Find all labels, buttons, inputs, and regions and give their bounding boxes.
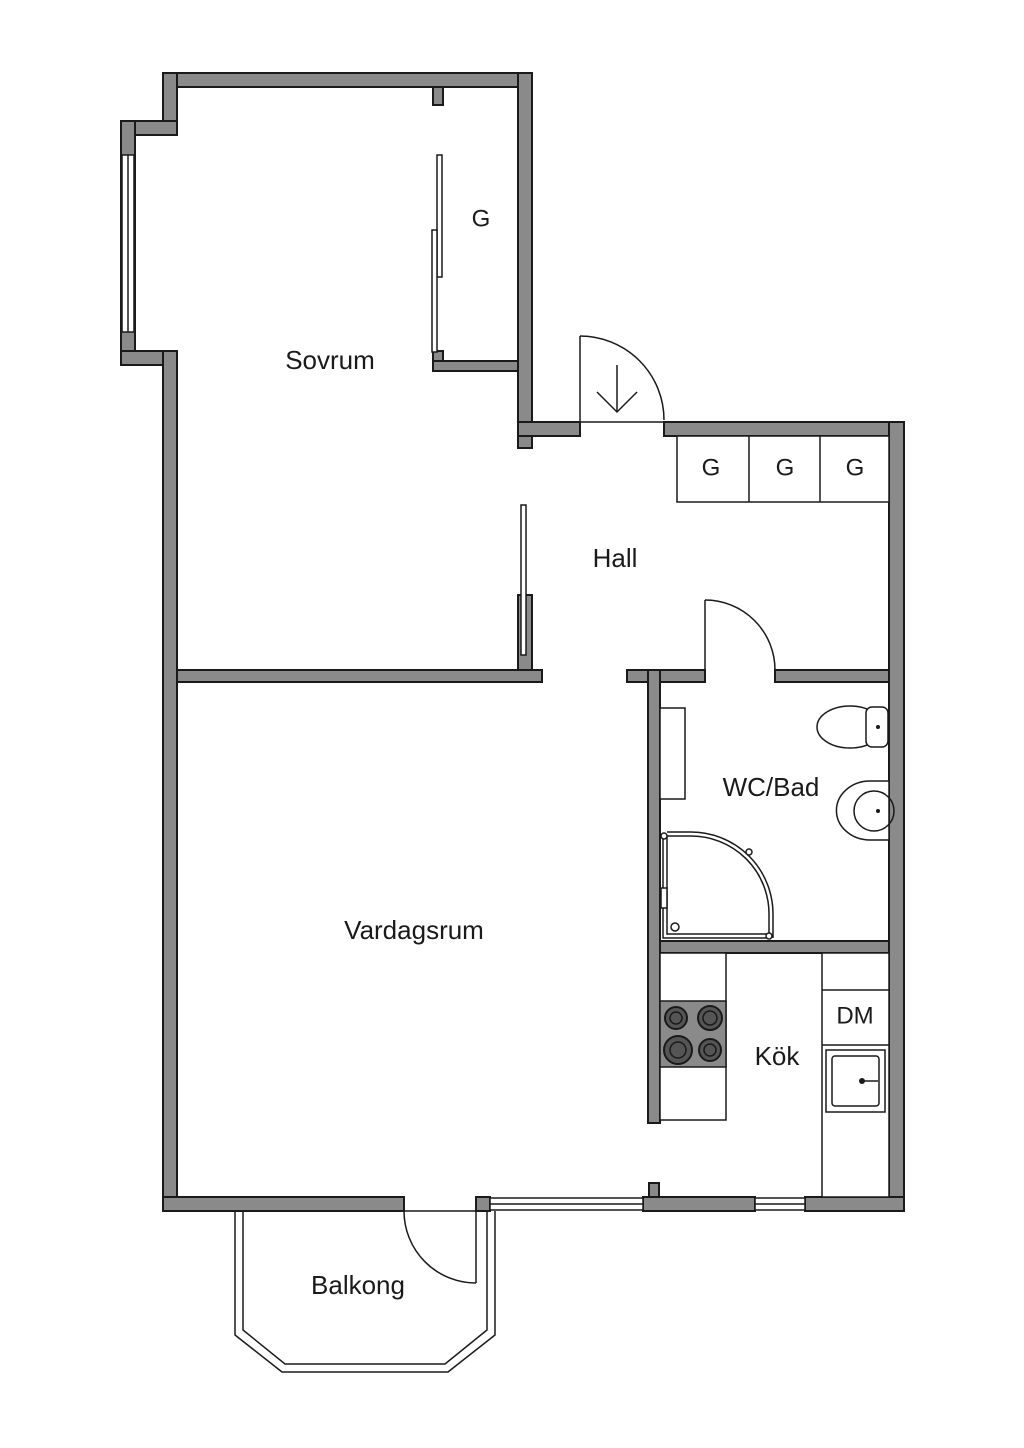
- window-kok: [754, 1197, 806, 1211]
- wall-post: [517, 435, 533, 449]
- wall-sovrum-top: [162, 72, 533, 88]
- wall-bottom-a: [162, 1196, 405, 1212]
- wall-closet-top: [432, 86, 444, 106]
- wall-bad-kok-left: [647, 669, 661, 1124]
- room-label-hall: Hall: [593, 543, 638, 573]
- closet-label-hall-2: G: [776, 454, 795, 481]
- bathroom-door[interactable]: [704, 599, 776, 671]
- room-label-sovrum: Sovrum: [285, 345, 375, 375]
- bathroom-fixtures: [659, 705, 895, 940]
- balcony-door[interactable]: [403, 1210, 477, 1284]
- wall-closet-bottom: [432, 360, 519, 372]
- kitchen-sink-icon: [825, 1049, 886, 1113]
- wall-stub: [648, 1182, 660, 1198]
- wall-bottom-b: [475, 1196, 491, 1212]
- room-label-kok: Kök: [755, 1041, 801, 1071]
- interior-walls: [176, 86, 890, 1198]
- balcony-outline: [234, 1211, 496, 1373]
- closet-label-sovrum: G: [472, 205, 491, 232]
- wall-right: [888, 421, 905, 1212]
- wall-bad-top-b: [774, 669, 890, 683]
- toilet-icon: [816, 705, 889, 749]
- room-label-balkong: Balkong: [311, 1270, 405, 1300]
- window-sovrum: [121, 154, 135, 333]
- wall-entry-left: [517, 421, 581, 437]
- entrance-door[interactable]: [579, 335, 665, 423]
- hall-wardrobes: [676, 435, 890, 503]
- wall-sovrum-right: [517, 72, 533, 447]
- shower-icon: [660, 831, 774, 940]
- bath-sink-icon: [835, 780, 895, 841]
- wall-bottom-c: [642, 1196, 756, 1212]
- bath-shelf: [659, 707, 686, 800]
- closet-sliding-doors: [431, 154, 443, 353]
- room-label-wc-bad: WC/Bad: [723, 772, 820, 802]
- wall-bottom-d: [804, 1196, 905, 1212]
- kitchen-fixtures: [659, 952, 890, 1198]
- wall-sovrum-vardag: [176, 669, 543, 683]
- wall-entry-right: [663, 421, 905, 437]
- sovrum-sliding-door[interactable]: [520, 504, 527, 656]
- closet-label-hall-1: G: [702, 454, 721, 481]
- wall-bad-kok: [659, 940, 890, 954]
- window-vardagsrum: [489, 1197, 644, 1211]
- room-label-vardagsrum: Vardagsrum: [344, 915, 484, 945]
- closet-label-hall-3: G: [846, 454, 865, 481]
- wall-left-main: [162, 350, 178, 1212]
- wall-bad-top-a: [626, 669, 706, 683]
- dishwasher-label: DM: [836, 1002, 873, 1029]
